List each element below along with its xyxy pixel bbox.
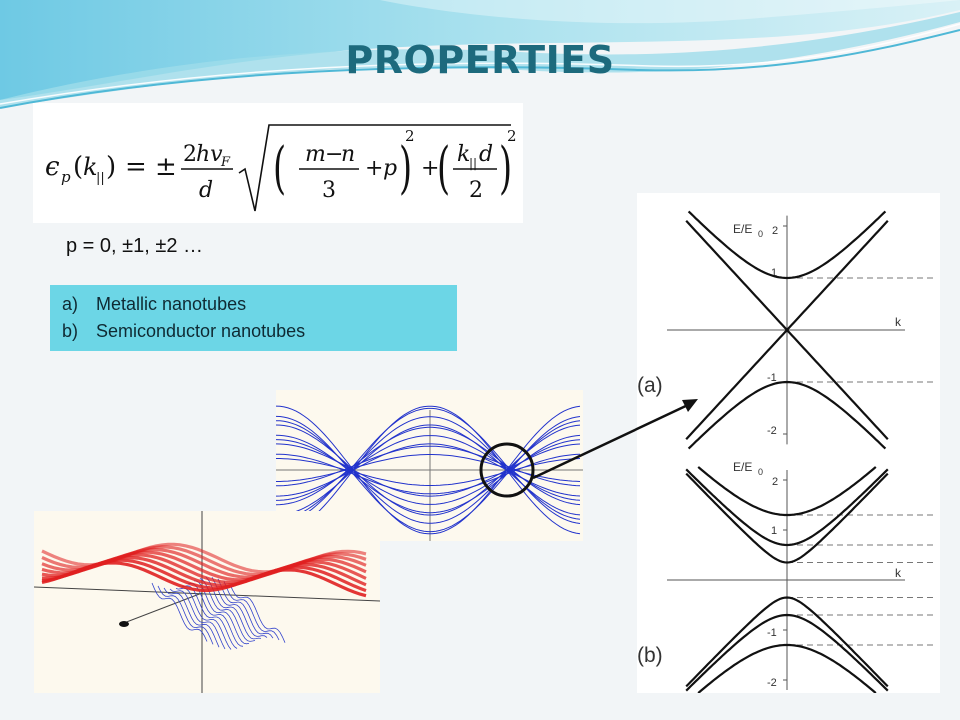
svg-text:n: n (341, 142, 355, 167)
dispersion-band (697, 643, 877, 694)
band-curve (276, 458, 581, 486)
surface-wire (229, 584, 286, 643)
svg-text:): ) (499, 135, 512, 200)
svg-text:k: k (457, 142, 470, 167)
band-curve (275, 405, 581, 535)
svg-text:2: 2 (405, 127, 415, 145)
nanotube-type-list: a) Metallic nanotubes b) Semiconductor nan… (50, 285, 457, 351)
surface-wire (169, 588, 226, 650)
dispersion-band (685, 596, 889, 688)
dispersion-band (687, 380, 887, 450)
list-marker: b) (62, 321, 79, 341)
svg-text:2: 2 (507, 127, 517, 145)
list-item: b) Semiconductor nanotubes (50, 318, 457, 345)
surface-wire (205, 576, 262, 640)
energy-surface-plot (33, 511, 381, 693)
dispersion-formula: ϵ p ( k || ) = ± 2 hv F d ( m − n 3 + p … (33, 103, 523, 223)
panel-b-tick-m2: -2 (767, 677, 777, 689)
svg-text:ϵ: ϵ (45, 152, 60, 182)
surface-axis-x (33, 586, 381, 602)
panel-a-xlabel: k (895, 315, 902, 329)
dispersion-band (685, 613, 889, 692)
svg-text:= ±: = ± (125, 152, 177, 182)
svg-text:+: + (421, 156, 439, 181)
surface-axis-z (123, 592, 203, 624)
svg-text:2: 2 (183, 142, 197, 167)
svg-text:): ) (399, 135, 412, 200)
svg-text:p: p (383, 156, 397, 181)
dispersion-band (685, 472, 889, 564)
surface-origin-marker (119, 621, 129, 627)
p-values-text: p = 0, ±1, ±2 … (66, 235, 204, 257)
surface-band (41, 561, 367, 598)
dispersion-band (697, 466, 877, 517)
dispersion-diagrams-panel: E/E 0 2 1 -1 -2 k (a) E/E 0 2 1 -1 -2 k … (637, 193, 940, 694)
panel-a-tick-m1: -1 (767, 372, 777, 384)
list-marker: a) (62, 294, 79, 314)
panel-b-ylabel: E/E (733, 460, 752, 474)
surface-wire (163, 587, 220, 648)
surface-wire (217, 578, 274, 639)
panel-b-tick-2: 2 (772, 476, 778, 488)
panel-b-label: (b) (637, 644, 663, 667)
panel-a-ylabel-sub: 0 (758, 229, 763, 239)
panel-b-ylabel-sub: 0 (758, 467, 763, 477)
surface-wire (223, 581, 280, 641)
panel-a-tick-m2: -2 (767, 425, 777, 437)
panel-a-tick-1: 1 (771, 267, 777, 279)
panel-a-ylabel: E/E (733, 222, 752, 236)
svg-text:||: || (469, 156, 477, 170)
list-item-label: Semiconductor nanotubes (96, 321, 306, 341)
svg-text:−: − (325, 142, 343, 167)
svg-text:(: ( (437, 135, 450, 200)
band-curve (275, 407, 581, 525)
svg-text:m: m (305, 142, 326, 167)
svg-text:3: 3 (322, 178, 336, 203)
svg-text:hv: hv (196, 142, 223, 167)
svg-text:2: 2 (469, 178, 483, 203)
dispersion-band (685, 468, 889, 547)
svg-text:k: k (83, 153, 98, 181)
surface-wire (187, 582, 244, 647)
svg-text:F: F (220, 155, 231, 170)
svg-text:(: ( (73, 152, 83, 182)
svg-text:(: ( (273, 135, 286, 200)
svg-text:p: p (61, 168, 71, 186)
band-curve (275, 405, 581, 535)
svg-text:): ) (106, 152, 116, 182)
panel-a-label: (a) (637, 374, 663, 397)
panel-a-tick-2: 2 (772, 225, 778, 237)
svg-text:||: || (96, 171, 105, 186)
svg-text:d: d (479, 142, 493, 167)
list-item-label: Metallic nanotubes (96, 294, 247, 314)
surface-wire (211, 577, 268, 638)
band-curve (276, 454, 581, 482)
surface-wire (151, 582, 208, 642)
slide-title: PROPERTIES (345, 38, 615, 82)
dispersion-band (687, 210, 887, 280)
panel-b-tick-m1: -1 (767, 627, 777, 639)
surface-wire (157, 585, 214, 645)
panel-b-tick-1: 1 (771, 525, 777, 537)
list-item: a) Metallic nanotubes (50, 291, 457, 318)
panel-b-xlabel: k (895, 566, 902, 580)
svg-text:+: + (365, 156, 383, 181)
dispersion-band (685, 328, 889, 440)
svg-text:d: d (199, 178, 213, 203)
surface-wire (175, 587, 232, 650)
